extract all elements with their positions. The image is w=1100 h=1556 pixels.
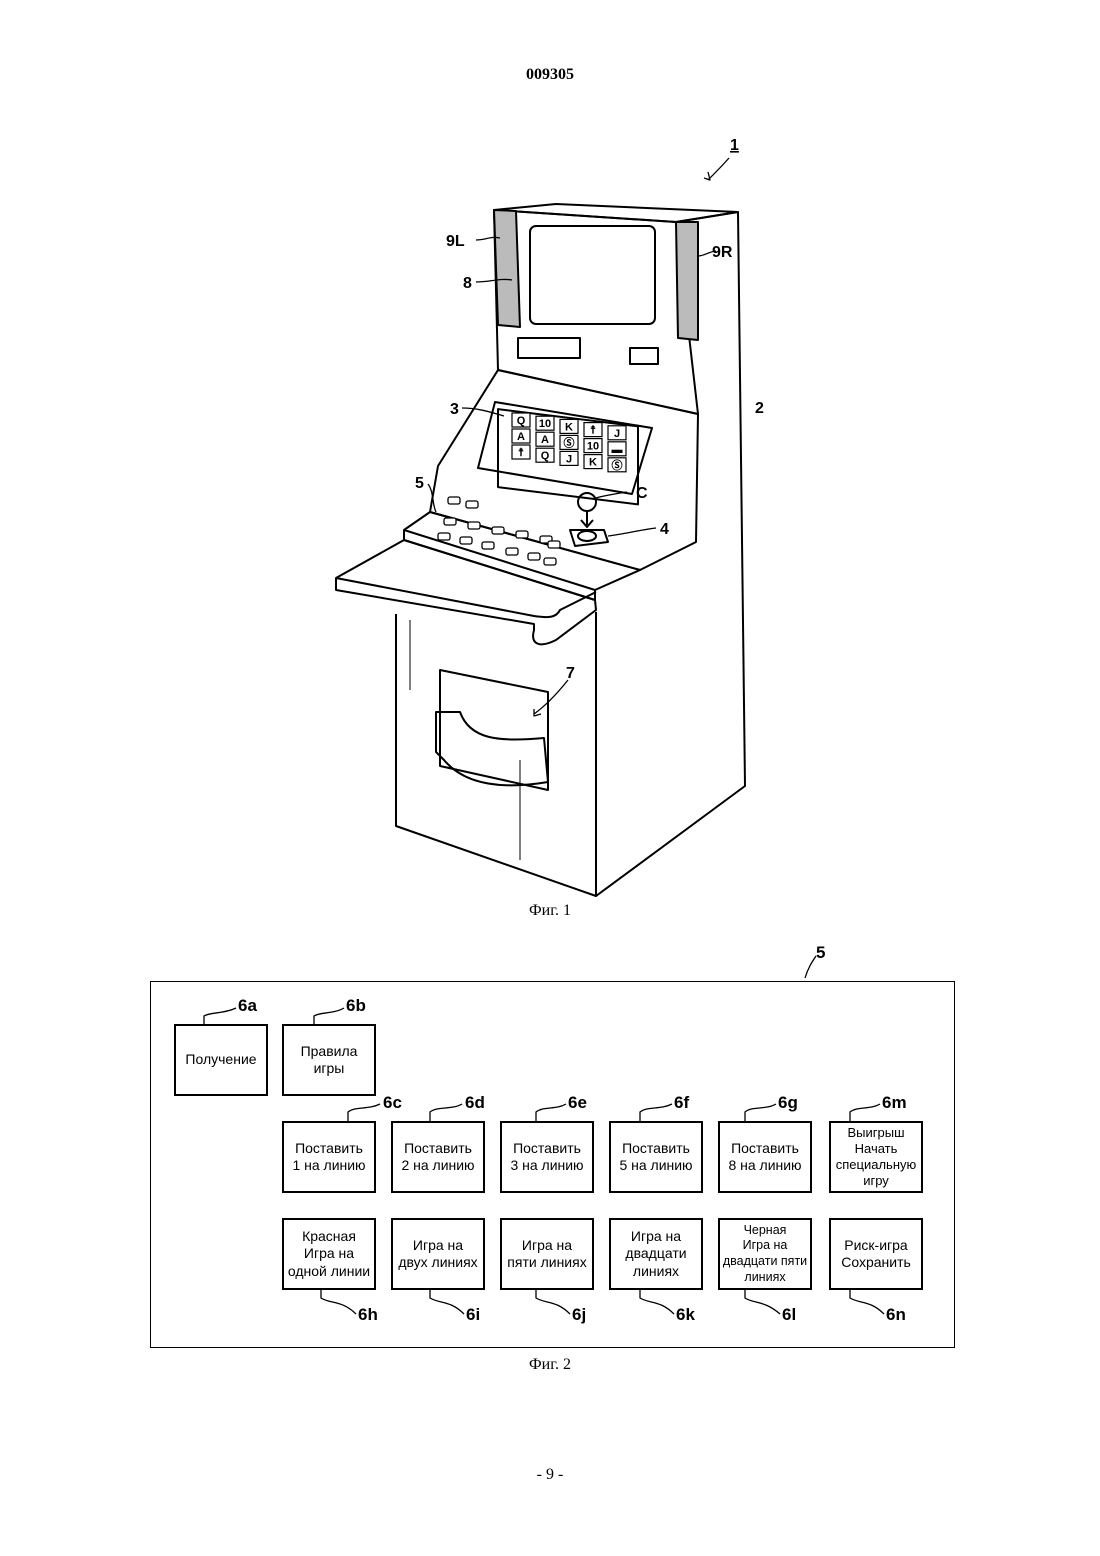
key-6l: Черная Игра на двадцати пяти линиях xyxy=(718,1218,812,1290)
panel-reference-label: 5 xyxy=(816,943,825,963)
key-ref-6d: 6d xyxy=(465,1093,485,1113)
key-ref-6j: 6j xyxy=(572,1305,586,1325)
label-upper-display: 8 xyxy=(463,275,472,292)
panel-button xyxy=(460,537,472,544)
key-6f: Поставить 5 на линию xyxy=(609,1121,703,1193)
panel-button xyxy=(528,553,540,560)
label-cabinet: 2 xyxy=(755,400,764,417)
reel-symbol: ☨ xyxy=(518,447,524,459)
panel-button xyxy=(506,548,518,555)
label-tray: 7 xyxy=(566,665,575,682)
reel-symbol: 10 xyxy=(587,441,599,453)
figure-1-caption: Фиг. 1 xyxy=(0,902,1100,920)
reel-symbol: Q xyxy=(517,415,526,427)
label-right-speaker: 9R xyxy=(712,244,733,261)
key-ref-6f: 6f xyxy=(674,1093,689,1113)
desk-shelf xyxy=(336,540,596,644)
reel-symbol: A xyxy=(541,434,549,446)
label-left-speaker: 9L xyxy=(446,233,465,250)
key-6a: Получение xyxy=(174,1024,268,1096)
label-lower-display: 3 xyxy=(450,401,459,418)
panel-button xyxy=(468,522,480,529)
upper-slot-panel xyxy=(518,338,580,358)
panel-button xyxy=(548,541,560,548)
reel-symbol: J xyxy=(566,453,572,465)
panel-button xyxy=(544,558,556,565)
key-6d: Поставить 2 на линию xyxy=(391,1121,485,1193)
reel-symbol: Q xyxy=(541,450,550,462)
reel-symbol: Ⓢ xyxy=(612,458,623,472)
key-ref-6a: 6a xyxy=(238,996,257,1016)
key-ref-6b: 6b xyxy=(346,996,366,1016)
key-6i: Игра на двух линиях xyxy=(391,1218,485,1290)
page-number: - 9 - xyxy=(0,1466,1100,1484)
figure-1-drawing: Q10K☨JAAⓈ10▬☨QJKⓈ 1 9L 9R 8 2 3 5 C 4 7 xyxy=(0,0,1100,930)
left-speaker-grille xyxy=(494,210,520,327)
reel-symbol: J xyxy=(614,428,620,440)
button-cluster xyxy=(438,497,560,565)
key-ref-6k: 6k xyxy=(676,1305,695,1325)
lower-cabinet xyxy=(396,612,596,896)
key-ref-6m: 6m xyxy=(882,1093,907,1113)
reel-symbol: 10 xyxy=(539,418,551,430)
label-coin: C xyxy=(636,485,648,502)
key-6m: Выигрыш Начать специальную игру xyxy=(829,1121,923,1193)
upper-front-panel xyxy=(494,210,698,414)
panel-button xyxy=(516,531,528,538)
key-6n: Риск-игра Сохранить xyxy=(829,1218,923,1290)
key-6c: Поставить 1 на линию xyxy=(282,1121,376,1193)
panel-button xyxy=(448,497,460,504)
panel-button xyxy=(466,501,478,508)
key-6e: Поставить 3 на линию xyxy=(500,1121,594,1193)
key-ref-6i: 6i xyxy=(466,1305,480,1325)
panel-button xyxy=(492,527,504,534)
label-machine: 1 xyxy=(730,137,739,154)
key-ref-6g: 6g xyxy=(778,1093,798,1113)
panel-button xyxy=(482,542,494,549)
key-ref-6c: 6c xyxy=(383,1093,402,1113)
key-ref-6l: 6l xyxy=(782,1305,796,1325)
key-6h: Красная Игра на одной линии xyxy=(282,1218,376,1290)
reel-symbol: K xyxy=(565,421,573,433)
key-6j: Игра на пяти линиях xyxy=(500,1218,594,1290)
reel-symbol: Ⓢ xyxy=(564,435,575,449)
panel-button xyxy=(438,533,450,540)
reel-symbol: A xyxy=(517,431,525,443)
key-6k: Игра на двадцати линиях xyxy=(609,1218,703,1290)
coin-slot-body xyxy=(570,530,608,546)
key-6g: Поставить 8 на линию xyxy=(718,1121,812,1193)
reel-symbol: K xyxy=(589,457,597,469)
panel-button xyxy=(444,518,456,525)
figure-2-caption: Фиг. 2 xyxy=(0,1356,1100,1374)
reel-symbol: ☨ xyxy=(590,425,596,437)
key-ref-6h: 6h xyxy=(358,1305,378,1325)
coin xyxy=(578,493,596,511)
key-ref-6n: 6n xyxy=(886,1305,906,1325)
reel-symbol: ▬ xyxy=(612,444,623,456)
upper-small-panel xyxy=(630,348,658,364)
right-speaker-grille xyxy=(676,222,698,340)
label-buttons: 5 xyxy=(415,475,424,492)
key-6b: Правила игры xyxy=(282,1024,376,1096)
payout-tray xyxy=(436,712,548,785)
upper-display-screen xyxy=(530,226,655,324)
key-ref-6e: 6e xyxy=(568,1093,587,1113)
label-coin-slot: 4 xyxy=(660,521,669,538)
